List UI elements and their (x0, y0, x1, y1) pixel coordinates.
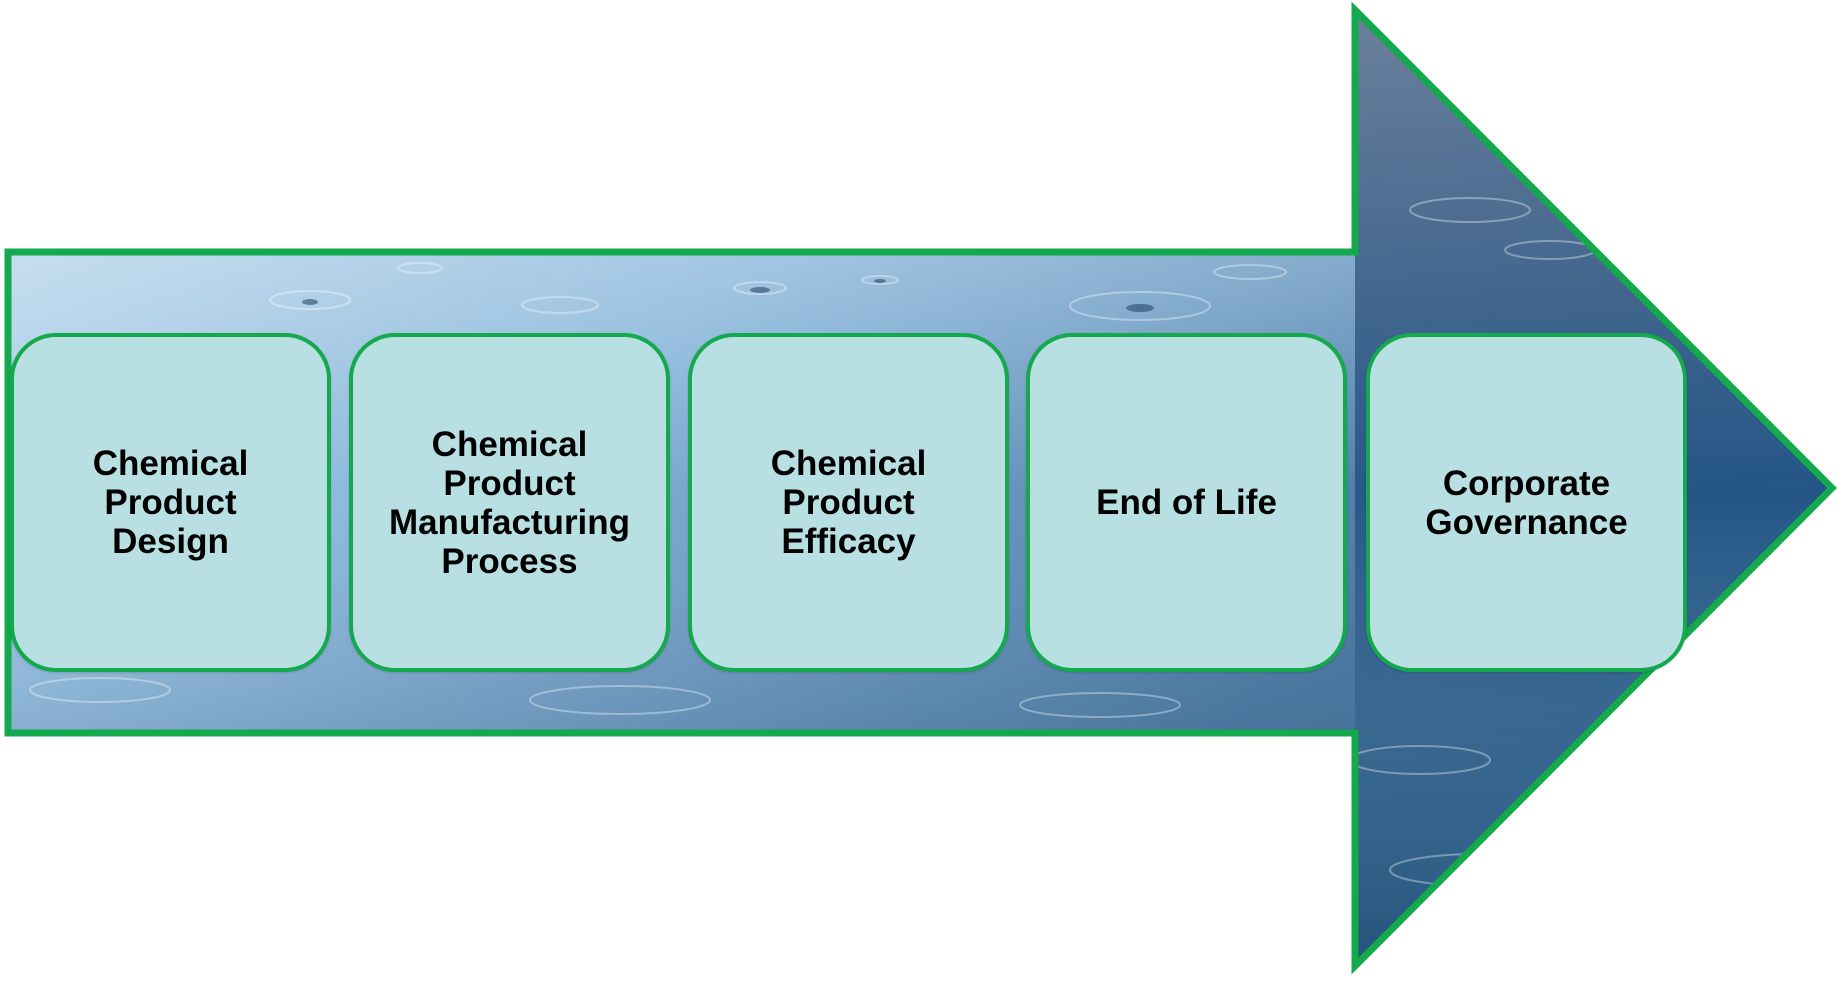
stage-label: Chemical Product Efficacy (770, 444, 927, 561)
stage-label: Chemical Product Manufacturing Process (388, 424, 631, 581)
stage-box-corporate-governance: Corporate Governance (1366, 333, 1687, 672)
arrow-outline (4, 1, 1837, 975)
stage-box-product-efficacy: Chemical Product Efficacy (688, 333, 1009, 672)
stage-label: Corporate Governance (1425, 463, 1628, 542)
stage-box-manufacturing-process: Chemical Product Manufacturing Process (349, 333, 670, 672)
stage-label: Chemical Product Design (92, 444, 249, 561)
stage-label: End of Life (1096, 483, 1277, 522)
stage-box-end-of-life: End of Life (1026, 333, 1347, 672)
stage-box-chemical-product-design: Chemical Product Design (10, 333, 331, 672)
